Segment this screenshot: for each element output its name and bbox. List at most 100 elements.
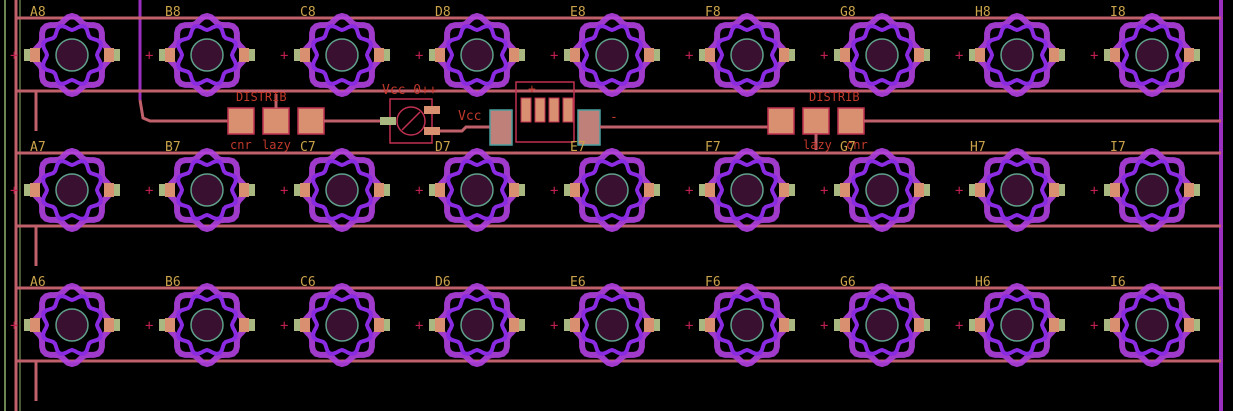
ref-label: F7 [705, 140, 721, 155]
ref-label: D6 [435, 275, 451, 290]
led-pad-left-inner [840, 318, 850, 332]
led-pad-right-inner [104, 183, 114, 197]
battery-vcc-label: Vcc [458, 109, 481, 124]
left-distrib-pad-3 [297, 107, 325, 135]
led-pad-left-inner [165, 183, 175, 197]
ref-label: D8 [435, 5, 451, 20]
plus-marker: + [1090, 183, 1098, 199]
led-footprint: + [955, 282, 1065, 368]
plus-marker: + [415, 48, 423, 64]
led-pad-right-inner [1184, 318, 1194, 332]
led-core [865, 308, 899, 342]
ref-label: D7 [435, 140, 451, 155]
plus-marker: + [10, 318, 18, 334]
plus-marker: + [955, 183, 963, 199]
left-distrib-label-lazy: lazy [262, 138, 291, 152]
led-pad-right-inner [644, 183, 654, 197]
led-core [730, 38, 764, 72]
ref-label: A7 [30, 140, 46, 155]
ref-label: B7 [165, 140, 181, 155]
led-footprint: + [550, 12, 660, 98]
led-pad-right-inner [779, 318, 789, 332]
led-pad-right-inner [644, 48, 654, 62]
led-footprint: + [685, 12, 795, 98]
led-core [595, 38, 629, 72]
led-pad-right-inner [104, 48, 114, 62]
ref-label: E6 [570, 275, 586, 290]
led-pad-left-inner [705, 183, 715, 197]
battery-plus-label: + [528, 82, 536, 97]
led-pad-left-inner [840, 48, 850, 62]
led-footprint: + [820, 12, 930, 98]
ref-label: F8 [705, 5, 721, 20]
ref-label: C6 [300, 275, 316, 290]
led-footprint: + [955, 12, 1065, 98]
ref-label: H8 [975, 5, 991, 20]
plus-marker: + [550, 48, 558, 64]
right-distrib-module: DISTRIB lazy cnr [767, 90, 1221, 152]
plus-marker: + [685, 318, 693, 334]
right-distrib-label-lazy: lazy [803, 138, 832, 152]
led-pad-right-inner [1049, 318, 1059, 332]
plus-marker: + [955, 318, 963, 334]
led-core [190, 308, 224, 342]
led-core [865, 38, 899, 72]
ref-label: H7 [970, 140, 986, 155]
plus-marker: + [145, 318, 153, 334]
left-distrib-label-cnr: cnr [230, 138, 252, 152]
plus-marker: + [820, 318, 828, 334]
plus-marker: + [280, 183, 288, 199]
led-core [325, 308, 359, 342]
plus-marker: + [280, 318, 288, 334]
plus-marker: + [415, 183, 423, 199]
led-footprint: + [10, 282, 120, 368]
led-pad-right-inner [239, 183, 249, 197]
led-pad-left-inner [570, 48, 580, 62]
ref-label: G8 [840, 5, 856, 20]
led-pad-left-inner [30, 48, 40, 62]
led-pad-right-inner [779, 183, 789, 197]
led-pad-left-inner [1110, 318, 1120, 332]
battery-minus-label: - [610, 110, 618, 125]
led-core [1000, 173, 1034, 207]
led-footprint: + [280, 12, 390, 98]
led-pad-right-inner [1049, 183, 1059, 197]
led-footprint: + [685, 282, 795, 368]
led-pad-left-inner [705, 48, 715, 62]
led-core [1000, 38, 1034, 72]
ref-label: B8 [165, 5, 181, 20]
led-footprint: + [145, 282, 255, 368]
left-distrib-title: DISTRIB [236, 90, 287, 104]
led-pad-left-inner [30, 318, 40, 332]
led-pad-right-inner [779, 48, 789, 62]
led-core [460, 173, 494, 207]
led-array: +++++++++++++++++++++++++++ [10, 12, 1200, 368]
led-core [730, 308, 764, 342]
led-footprint: + [280, 282, 390, 368]
plus-marker: + [145, 183, 153, 199]
ref-label: H6 [975, 275, 991, 290]
ref-label: I7 [1110, 140, 1126, 155]
led-core [460, 308, 494, 342]
plus-marker: + [145, 48, 153, 64]
right-distrib-pad-3 [837, 107, 865, 135]
left-distrib-pad-1 [227, 107, 255, 135]
led-pad-right-inner [239, 48, 249, 62]
led-pad-right-inner [509, 183, 519, 197]
right-distrib-title: DISTRIB [809, 90, 860, 104]
right-distrib-pad-2 [802, 107, 830, 135]
ref-label: E8 [570, 5, 586, 20]
led-footprint: + [1090, 12, 1200, 98]
led-pad-right-inner [104, 318, 114, 332]
led-core [595, 308, 629, 342]
led-core [325, 173, 359, 207]
led-pad-right-inner [374, 48, 384, 62]
plus-marker: + [820, 183, 828, 199]
led-pad-left-inner [300, 318, 310, 332]
led-core [1135, 173, 1169, 207]
right-distrib-pad-1 [767, 107, 795, 135]
ref-label: I6 [1110, 275, 1126, 290]
led-pad-left-inner [435, 48, 445, 62]
plus-marker: + [550, 318, 558, 334]
led-core [190, 38, 224, 72]
